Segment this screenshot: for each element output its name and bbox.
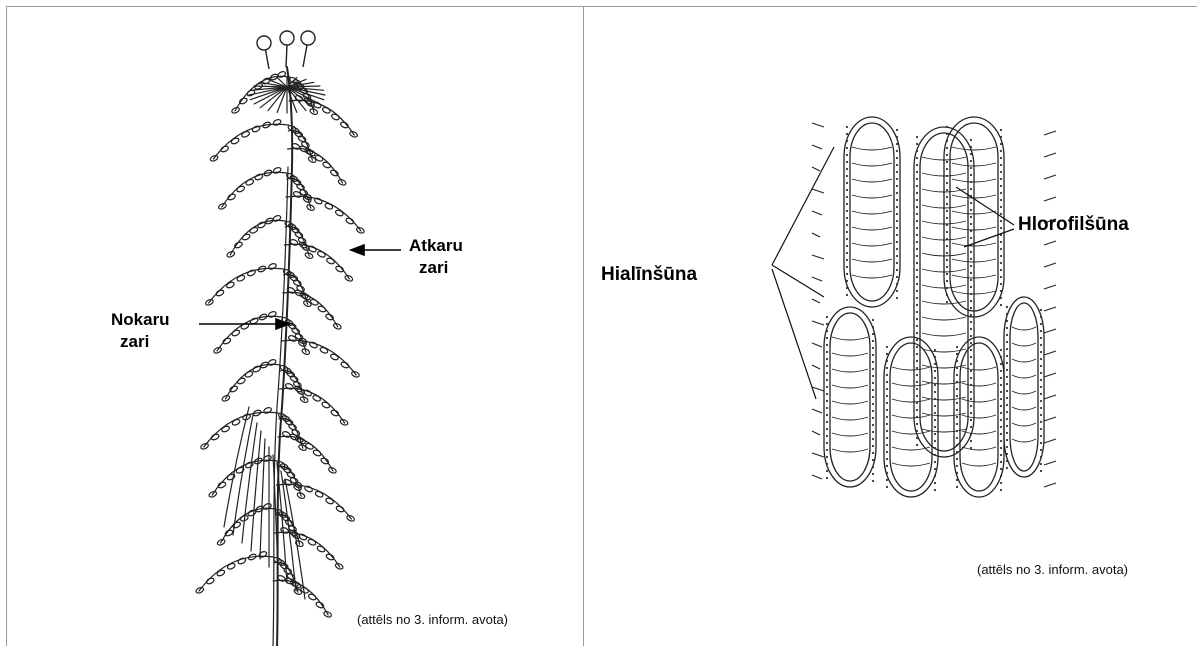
label-hialinsuna: Hialīnšūna <box>601 264 697 285</box>
atkaru-arrowhead <box>351 245 364 255</box>
branch <box>222 172 287 207</box>
moss-plant-illustration <box>7 7 584 646</box>
branch <box>281 340 356 375</box>
label-nokaru-zari: zari <box>120 331 149 352</box>
sporangia <box>257 31 315 69</box>
branch <box>209 268 284 303</box>
branch <box>217 316 282 351</box>
branch <box>213 124 288 159</box>
branch <box>286 196 361 231</box>
branch <box>199 556 274 591</box>
branch <box>212 460 277 495</box>
leaf-cells-illustration <box>584 7 1197 646</box>
right-figure-panel: Hialīnšūna Hlorofilšūna (attēls no 3. in… <box>583 6 1197 646</box>
label-hlorofilsuna: Hlorofilšūna <box>1018 214 1129 235</box>
label-atkaru: Atkaru <box>409 235 463 256</box>
label-atkaru-zari: zari <box>419 257 448 278</box>
right-caption: (attēls no 3. inform. avota) <box>977 562 1128 577</box>
label-nokaru: Nokaru <box>111 309 170 330</box>
left-caption: (attēls no 3. inform. avota) <box>357 612 508 627</box>
left-figure-panel: Atkaru zari Nokaru zari (attēls no 3. in… <box>6 6 584 646</box>
